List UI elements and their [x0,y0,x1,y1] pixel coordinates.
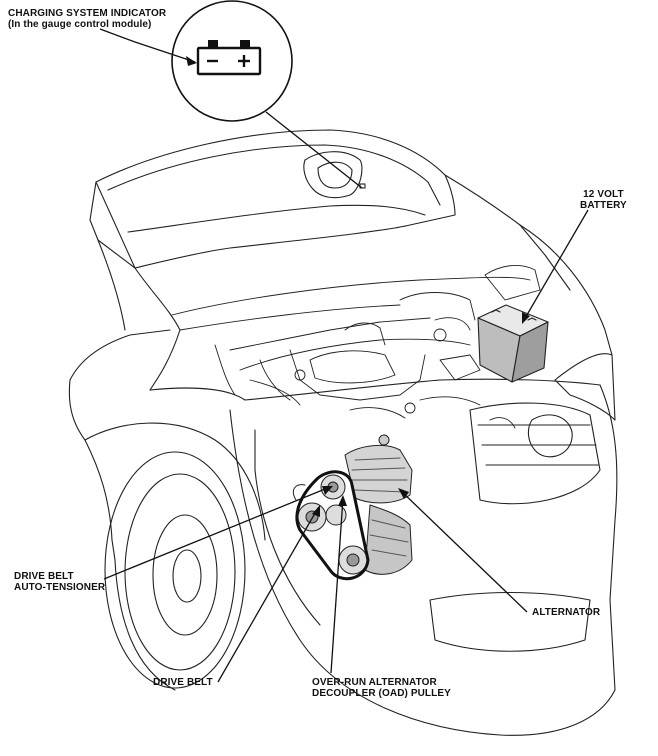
car-body [68,224,618,736]
leader-oad-pulley [330,497,344,674]
leader-charging-indicator-label [99,28,196,63]
label-oad-pulley: OVER-RUN ALTERNATOR DECOUPLER (OAD) PULL… [312,677,451,699]
car-hood [89,129,521,269]
arrowhead-alternator [398,488,409,499]
arrowhead-drive-belt [312,505,320,517]
leader-drive-belt [217,507,319,683]
label-charging-indicator-line2: (In the gauge control module) [8,19,152,30]
arrowhead-battery [522,312,530,324]
battery-warning-icon [196,40,262,76]
label-auto-tensioner-line2: AUTO-TENSIONER [14,582,106,593]
label-alternator: ALTERNATOR [532,607,600,618]
leader-indicator-magnifier [265,111,363,189]
label-battery: 12 VOLT BATTERY [580,189,627,211]
label-charging-indicator: CHARGING SYSTEM INDICATOR (In the gauge … [8,8,166,30]
label-charging-indicator-line1: CHARGING SYSTEM INDICATOR [8,8,167,19]
leader-lines [99,28,589,683]
label-auto-tensioner-line1: DRIVE BELT [14,571,74,582]
label-battery-line1: 12 VOLT [583,189,624,200]
leader-battery [523,209,589,321]
label-auto-tensioner: DRIVE BELT AUTO-TENSIONER [14,571,105,593]
label-battery-line2: BATTERY [580,200,627,211]
label-drive-belt-text: DRIVE BELT [153,677,213,688]
arrowhead-indicator [186,56,197,66]
indicator-location-marker [359,183,366,189]
arrowhead-oad-pulley [338,495,347,506]
arrowhead-auto-tensioner [322,486,333,495]
label-alternator-text: ALTERNATOR [532,607,601,618]
battery-illustration [477,304,549,383]
arrowheads [186,56,530,517]
label-oad-pulley-line1: OVER-RUN ALTERNATOR [312,677,437,688]
leader-auto-tensioner [103,486,331,580]
alternator-illustration [292,434,413,581]
leader-alternator [399,489,528,613]
label-drive-belt: DRIVE BELT [153,677,213,688]
engine-bay [171,264,541,429]
label-oad-pulley-line2: DECOUPLER (OAD) PULLEY [312,688,451,699]
indicator-callout-circle [171,0,293,122]
